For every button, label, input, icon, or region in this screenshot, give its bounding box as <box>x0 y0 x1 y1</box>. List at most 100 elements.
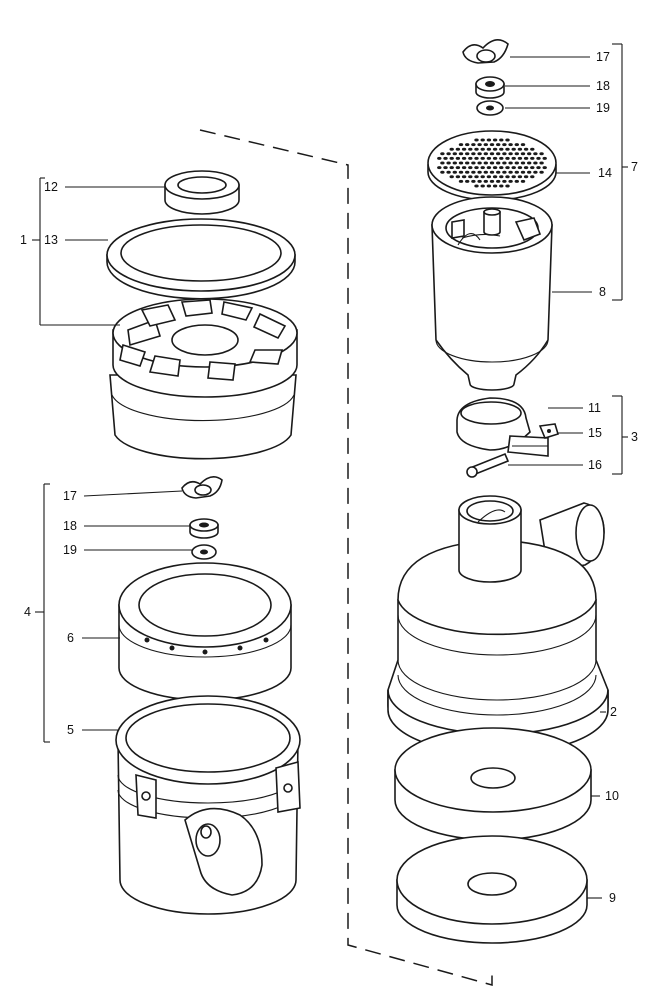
perforation-hole <box>437 166 442 170</box>
perforation-hole <box>511 156 516 160</box>
perforation-hole <box>458 161 464 165</box>
perforation-hole <box>514 143 519 147</box>
part-12-collar <box>164 170 240 215</box>
perforation-hole <box>527 170 532 174</box>
perforation-hole <box>539 152 544 156</box>
part-18-washer-right <box>475 76 505 99</box>
perforation-hole <box>499 147 504 151</box>
callout-13: 13 <box>44 233 58 247</box>
perforation-hole <box>523 147 529 151</box>
perforation-hole <box>496 161 501 165</box>
perforation-hole <box>492 138 498 142</box>
perforation-hole <box>517 147 523 151</box>
perforation-hole <box>461 166 467 170</box>
callout-4: 4 <box>24 605 31 619</box>
callout-15: 15 <box>588 426 602 440</box>
part-17-wing-nut-right <box>462 39 509 64</box>
perforation-hole <box>461 147 467 151</box>
perforation-hole <box>505 138 510 142</box>
perforation-hole <box>471 170 476 174</box>
perforation-hole <box>480 166 485 170</box>
part-14-perforated-cap <box>427 130 557 201</box>
perforation-hole <box>471 161 476 165</box>
perforation-hole <box>489 143 495 147</box>
perforation-hole <box>458 143 464 147</box>
perforation-hole <box>480 147 485 151</box>
perforation-hole <box>461 156 467 160</box>
part-19-washer-left <box>191 544 217 560</box>
callout-12: 12 <box>44 180 58 194</box>
perforation-hole <box>455 156 461 160</box>
perforation-hole <box>474 166 479 170</box>
perforation-hole <box>514 179 519 183</box>
perforation-hole <box>489 170 495 174</box>
part-19-washer-right <box>476 100 504 116</box>
perforation-hole <box>533 170 538 174</box>
perforation-hole <box>483 161 488 165</box>
perforation-hole <box>499 156 504 160</box>
part-18-washer-left <box>189 518 219 539</box>
perforation-hole <box>480 156 485 160</box>
perforation-hole <box>486 156 492 160</box>
perforation-hole <box>520 179 526 183</box>
perforation-hole <box>517 166 523 170</box>
perforation-hole <box>468 166 473 170</box>
perforation-hole <box>520 143 526 147</box>
perforation-hole <box>505 166 510 170</box>
perforation-hole <box>465 170 470 174</box>
perforation-hole <box>542 166 547 170</box>
perforation-hole <box>477 143 482 147</box>
callout-14: 14 <box>598 166 612 180</box>
part-11-clamp-band <box>456 397 549 457</box>
perforation-hole <box>502 170 507 174</box>
perforation-holes <box>437 138 547 188</box>
perforation-hole <box>461 175 467 179</box>
part-5-filter-housing <box>115 695 301 915</box>
perforation-hole <box>474 138 479 142</box>
perforation-hole <box>502 179 507 183</box>
perforation-hole <box>492 156 498 160</box>
callout-10: 10 <box>605 789 619 803</box>
perforation-hole <box>474 156 479 160</box>
perforation-hole <box>489 179 495 183</box>
perforation-hole <box>471 152 476 156</box>
perforation-hole <box>533 152 538 156</box>
perforation-hole <box>468 175 473 179</box>
part-17-wing-nut-left <box>181 476 223 499</box>
callout-3: 3 <box>631 430 638 444</box>
perforation-hole <box>499 138 504 142</box>
perforation-hole <box>520 170 526 174</box>
callout-9: 9 <box>609 891 616 905</box>
perforation-hole <box>486 184 492 188</box>
perforation-hole <box>511 175 516 179</box>
perforation-hole <box>449 156 454 160</box>
perforation-hole <box>502 152 507 156</box>
perforation-hole <box>496 152 501 156</box>
perforation-hole <box>499 175 504 179</box>
perforation-hole <box>483 152 488 156</box>
perforation-hole <box>489 152 495 156</box>
perforation-hole <box>474 147 479 151</box>
perforation-hole <box>536 166 541 170</box>
perforation-hole <box>452 170 457 174</box>
perforation-hole <box>480 175 485 179</box>
perforation-hole <box>508 161 513 165</box>
perforation-hole <box>449 166 454 170</box>
perforation-hole <box>474 184 479 188</box>
perforation-hole <box>483 179 488 183</box>
perforation-hole <box>508 143 513 147</box>
perforation-hole <box>514 161 519 165</box>
part-9-base-disc <box>396 835 588 944</box>
part-15-nut <box>538 423 559 439</box>
callout-17-right: 17 <box>596 50 610 64</box>
part-16-bolt <box>466 452 510 478</box>
perforation-hole <box>514 152 519 156</box>
perforation-hole <box>539 161 544 165</box>
perforation-hole <box>474 175 479 179</box>
perforation-hole <box>520 161 526 165</box>
perforation-hole <box>508 170 513 174</box>
perforation-hole <box>446 152 451 156</box>
perforation-hole <box>496 143 501 147</box>
perforation-hole <box>465 152 470 156</box>
